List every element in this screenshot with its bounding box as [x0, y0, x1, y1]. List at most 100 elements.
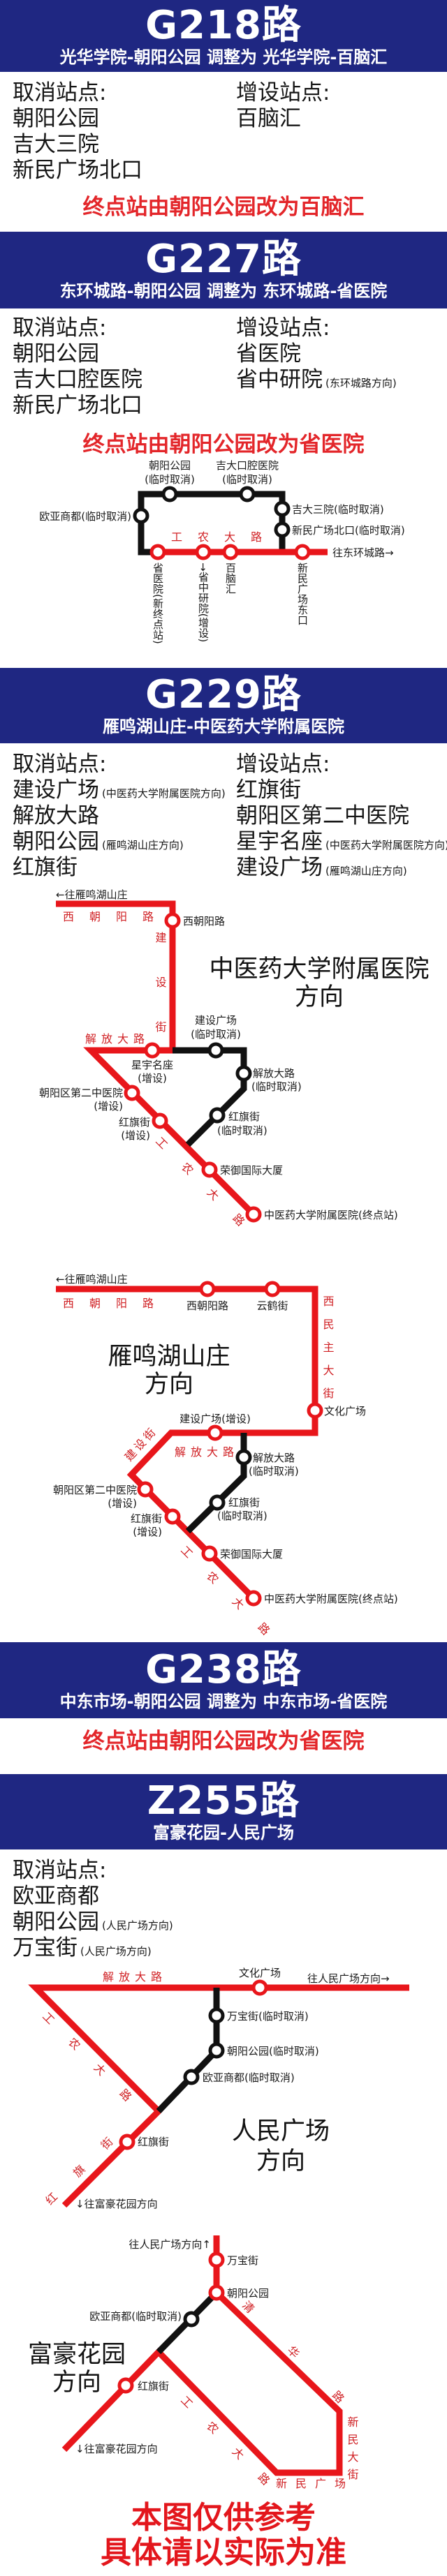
station-label: 朝阳公园	[149, 459, 191, 472]
road-label: 西民主大街	[321, 1295, 335, 1410]
stop-direction-note: (中医药大学附属医院方向)	[102, 787, 226, 800]
added-heading: 增设站点:	[236, 752, 330, 777]
direction-title: 人民广场	[232, 2117, 330, 2145]
station	[199, 1281, 216, 1297]
direction-label: 往东环城路→	[332, 546, 394, 559]
cancelled-stops: 取消站点: 朝阳公园 吉大三院 新民广场北口	[13, 80, 142, 184]
station	[164, 1508, 181, 1525]
station-label: 荣御国际大厦	[220, 1164, 283, 1177]
station	[149, 544, 166, 560]
route-header-g227: G227路 东环城路-朝阳公园 调整为 东环城路-省医院	[0, 232, 447, 308]
station-label: 欧亚商都(临时取消)	[203, 2071, 295, 2084]
station	[119, 2134, 135, 2150]
stop-item: 省医院	[236, 341, 301, 366]
direction-title: 富豪花园	[28, 2341, 126, 2369]
disclaimer-line-1: 本图仅供参考	[131, 2500, 316, 2536]
added-heading: 增设站点:	[236, 315, 330, 341]
added-stops: 增设站点: 省医院 省中研院(东环城路方向)	[236, 315, 397, 393]
stop-direction-note: (雁鸣湖山庄方向)	[102, 839, 184, 851]
station	[264, 1281, 281, 1297]
g229-map-yanminghu-direction: ←往雁鸣湖山庄 西朝阳路 西朝阳路 云鹤街 西民主大街 文化广场 雁鸣湖山庄 方…	[53, 1273, 398, 1655]
station-label: 建设广场	[195, 1014, 237, 1027]
stop-item: 新民广场北口	[13, 393, 142, 418]
station-label: 万宝街(临时取消)	[227, 2010, 309, 2023]
station-cancelled	[183, 2069, 200, 2085]
station-cancelled	[183, 2311, 200, 2328]
station-note: (临时取消)	[191, 1028, 241, 1041]
station-note: (临时取消)	[251, 1080, 302, 1093]
stop-direction-note: (东环城路方向)	[325, 377, 397, 389]
route-header-z255: Z255路 富豪花园-人民广场	[0, 1774, 447, 1849]
station-note: (临时取消)	[222, 473, 272, 486]
station-note: (临时取消)	[217, 1124, 268, 1137]
station-label: 云鹤街	[256, 1300, 288, 1312]
direction-title: 方向	[52, 2369, 101, 2397]
station-label: 红旗街	[138, 2380, 169, 2392]
station	[201, 1161, 218, 1178]
direction-label: 往人民广场方向→	[307, 1972, 390, 1985]
stop-item: 省中研院(东环城路方向)	[236, 367, 397, 393]
station-label: 吉大口腔医院	[216, 459, 279, 472]
road-label: 西朝阳路	[63, 1297, 169, 1310]
road-label: 新民广场	[276, 2477, 354, 2490]
station-cancelled	[209, 1107, 226, 1124]
stop-item: 朝阳公园(人民广场方向)	[13, 1909, 173, 1935]
station-label: 欧亚商都(临时取消)	[39, 510, 131, 523]
stop-name: 万宝街	[13, 1935, 78, 1960]
route-header-g229: G229路 雁鸣湖山庄-中医药大学附属医院	[0, 668, 447, 743]
road-label: 新民大街	[346, 2416, 359, 2486]
stop-item: 欧亚商都	[13, 1884, 99, 1909]
road-label: 建设街	[154, 932, 167, 1066]
stop-item: 万宝街(人民广场方向)	[13, 1935, 173, 1961]
station-label: 红旗街	[119, 1116, 150, 1129]
road-label: 工农大路	[171, 530, 277, 544]
road-label: 解放大路	[175, 1445, 239, 1459]
station-cancelled	[208, 2042, 225, 2059]
station-note: (增设)	[133, 1526, 162, 1538]
station-cancelled	[208, 2007, 225, 2024]
road-label: 解放大路	[85, 1032, 149, 1045]
z255-map-fuhao-direction: 往人民广场方向↑ 万宝街 朝阳公园 欧亚商都(临时取消) 富豪花园 方向 红旗街…	[28, 2235, 384, 2506]
route-subtitle: 东环城路-朝阳公园 调整为 东环城路-省医院	[59, 281, 388, 301]
route-subtitle: 富豪花园-人民广场	[153, 1823, 294, 1842]
station-label: 万宝街	[227, 2254, 258, 2267]
station-label: 吉大三院(临时取消)	[292, 503, 384, 516]
station-label: 解放大路	[253, 1067, 295, 1080]
direction-title: 方向	[145, 1371, 193, 1399]
cancelled-heading: 取消站点:	[13, 315, 107, 341]
station-label: 百脑汇	[224, 563, 237, 594]
road-label: 工农大路	[153, 1134, 265, 1246]
road-label: 红旗街	[43, 2115, 135, 2208]
station	[144, 1042, 161, 1059]
station-label: 省医院(新终点站)	[152, 563, 164, 644]
station-label: 荣御国际大厦	[220, 1548, 283, 1561]
station-label: 西朝阳路	[186, 1300, 228, 1312]
station-label: 星宇名座	[131, 1059, 173, 1071]
direction-title: 方向	[295, 983, 344, 1011]
stop-name: 省中研院	[236, 367, 323, 392]
station-cancelled	[161, 486, 178, 502]
cancelled-heading: 取消站点:	[13, 1858, 107, 1883]
stop-direction-note: (人民广场方向)	[80, 1945, 152, 1958]
station-note: (增设)	[121, 1129, 150, 1142]
station-note: (增设)	[94, 1100, 123, 1112]
station-note: (增设)	[108, 1497, 137, 1510]
station	[245, 1206, 262, 1223]
station	[137, 1481, 154, 1498]
stop-item: 红旗街	[236, 777, 301, 803]
cancelled-segment	[185, 1433, 247, 1534]
station-note: (临时取消)	[217, 1510, 268, 1522]
added-stops: 增设站点: 百脑汇	[236, 80, 330, 132]
terminal-change-notice: 终点站由朝阳公园改为省医院	[82, 1729, 365, 1754]
station	[207, 1424, 224, 1441]
stop-item: 朝阳区第二中医院	[236, 803, 409, 828]
route-subtitle: 光华学院-朝阳公园 调整为 光华学院-百脑汇	[59, 47, 388, 67]
station-cancelled	[274, 500, 291, 517]
station-note: (临时取消)	[145, 473, 195, 486]
stop-direction-note: (中医药大学附属医院方向)	[325, 839, 447, 851]
direction-title: 中医药大学附属医院	[209, 955, 429, 983]
station-label: 文化广场	[239, 1967, 281, 1979]
route-title: G229路	[145, 672, 302, 717]
